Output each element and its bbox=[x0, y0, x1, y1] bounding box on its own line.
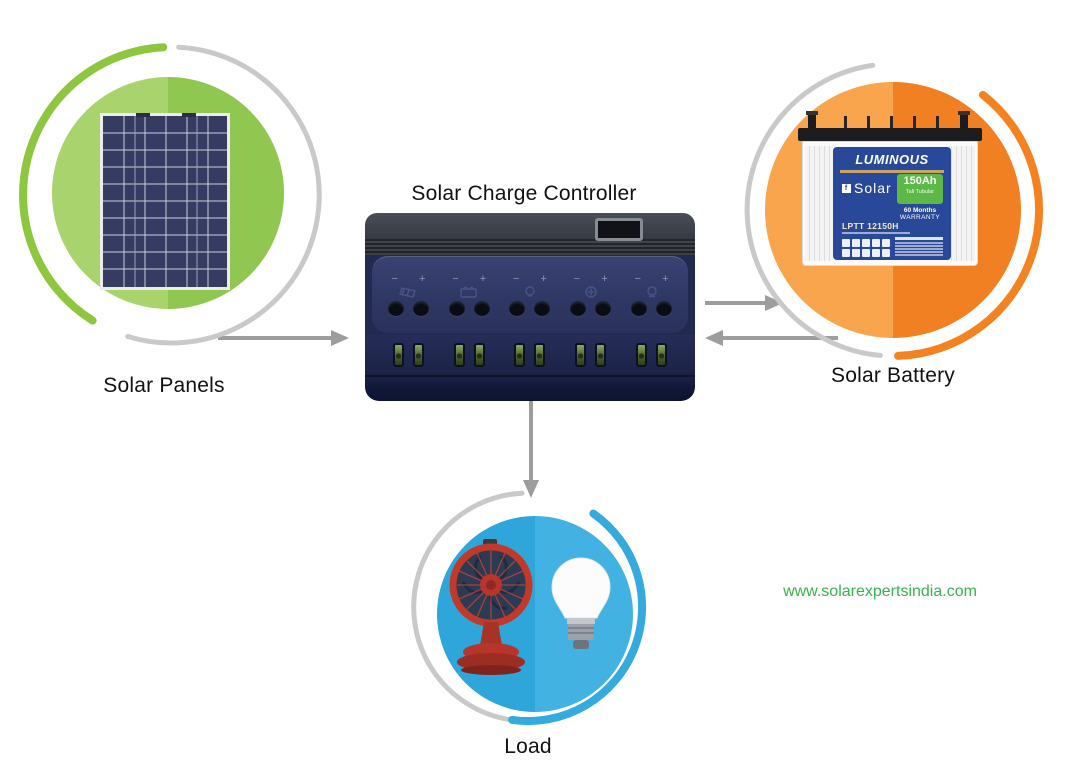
battery-port-icon bbox=[460, 286, 477, 298]
plus-mark: + bbox=[418, 273, 426, 285]
bulb-image bbox=[551, 557, 611, 649]
arrow-controller-to-battery bbox=[705, 295, 783, 311]
bulb-port-icon bbox=[525, 286, 535, 297]
terminal-slot bbox=[473, 343, 485, 367]
port-group-fan: −+ bbox=[564, 274, 618, 316]
battery-type: Tall Tubular bbox=[905, 189, 935, 195]
controller-display bbox=[595, 218, 643, 241]
terminal-slot bbox=[534, 343, 546, 367]
terminal-slot bbox=[392, 343, 404, 367]
fine-print-block bbox=[895, 237, 943, 257]
solar-panel-port-icon bbox=[399, 287, 417, 298]
load1-neg-hole bbox=[509, 301, 526, 316]
terminal-slot bbox=[656, 343, 668, 367]
load-circle bbox=[437, 516, 633, 712]
plus-mark: + bbox=[601, 273, 608, 285]
battery-model: LPTT 12150H bbox=[842, 221, 899, 231]
terminal-slot bbox=[636, 343, 648, 367]
fan-pos-hole bbox=[595, 301, 612, 316]
terminal-slot bbox=[453, 343, 465, 367]
arrow-battery-to-controller bbox=[705, 330, 838, 346]
load-label: Load bbox=[504, 735, 552, 758]
pv-pos-hole bbox=[412, 301, 429, 316]
terminal-pair-light2 bbox=[636, 343, 668, 367]
solar-panels-circle bbox=[52, 77, 284, 309]
solar-panels-label: Solar Panels bbox=[103, 374, 225, 397]
battery-pos-hole bbox=[473, 301, 490, 316]
website-url: www.solarexpertsindia.com bbox=[783, 583, 977, 600]
plus-mark: + bbox=[662, 273, 669, 285]
plus-mark: + bbox=[479, 273, 487, 285]
controller-title: Solar Charge Controller bbox=[411, 182, 637, 205]
solar-panel-image bbox=[100, 113, 230, 290]
controller-port-panel: −+ −+ −+ −+ bbox=[365, 255, 695, 335]
terminal-slot bbox=[412, 343, 424, 367]
load2-neg-hole bbox=[631, 301, 648, 316]
fan-port-icon bbox=[585, 286, 597, 298]
warranty-text: 60 Months WARRANTY bbox=[899, 207, 941, 221]
battery-brand: LUMINOUS bbox=[855, 152, 929, 167]
charge-controller-device: −+ −+ −+ −+ bbox=[365, 213, 695, 401]
arrow-panels-to-controller bbox=[218, 330, 349, 346]
pv-neg-hole bbox=[387, 301, 404, 316]
battery-terminal-post bbox=[958, 111, 970, 129]
minus-mark: − bbox=[573, 273, 581, 285]
solar-battery-label: Solar Battery bbox=[831, 364, 955, 387]
battery-neg-hole bbox=[448, 301, 465, 316]
port-group-light2: −+ bbox=[625, 274, 679, 316]
fan-image bbox=[449, 539, 533, 675]
terminal-slot bbox=[575, 343, 587, 367]
controller-vents bbox=[365, 239, 695, 255]
battery-terminal-post bbox=[806, 111, 818, 129]
solar-series-icon: f bbox=[842, 183, 851, 193]
arrow-controller-to-load bbox=[523, 400, 539, 498]
minus-mark: − bbox=[634, 273, 642, 285]
fan-neg-hole bbox=[570, 301, 587, 316]
terminal-pair-battery bbox=[453, 343, 485, 367]
capacity-badge: 150Ah Tall Tubular bbox=[897, 174, 943, 204]
minus-mark: − bbox=[391, 273, 398, 285]
terminal-pair-light1 bbox=[514, 343, 546, 367]
port-group-battery: −+ bbox=[442, 274, 496, 316]
load1-pos-hole bbox=[534, 301, 551, 316]
port-group-pv: −+ bbox=[381, 274, 435, 316]
battery-capacity: 150Ah bbox=[903, 175, 937, 187]
terminal-pair-pv bbox=[392, 343, 424, 367]
terminal-slot bbox=[514, 343, 526, 367]
terminal-slot bbox=[595, 343, 607, 367]
model-subline bbox=[842, 232, 910, 234]
lamp-port-icon bbox=[646, 286, 657, 298]
controller-terminal-panel bbox=[365, 335, 695, 401]
gold-stripe bbox=[840, 170, 944, 173]
terminal-pair-fan bbox=[575, 343, 607, 367]
load2-pos-hole bbox=[656, 301, 673, 316]
plus-mark: + bbox=[540, 273, 547, 285]
battery-lid bbox=[798, 128, 982, 141]
certification-icons bbox=[842, 239, 894, 257]
minus-mark: − bbox=[512, 273, 520, 285]
controller-top-panel bbox=[365, 213, 695, 255]
minus-mark: − bbox=[452, 273, 459, 285]
port-group-light1: −+ bbox=[503, 274, 557, 316]
